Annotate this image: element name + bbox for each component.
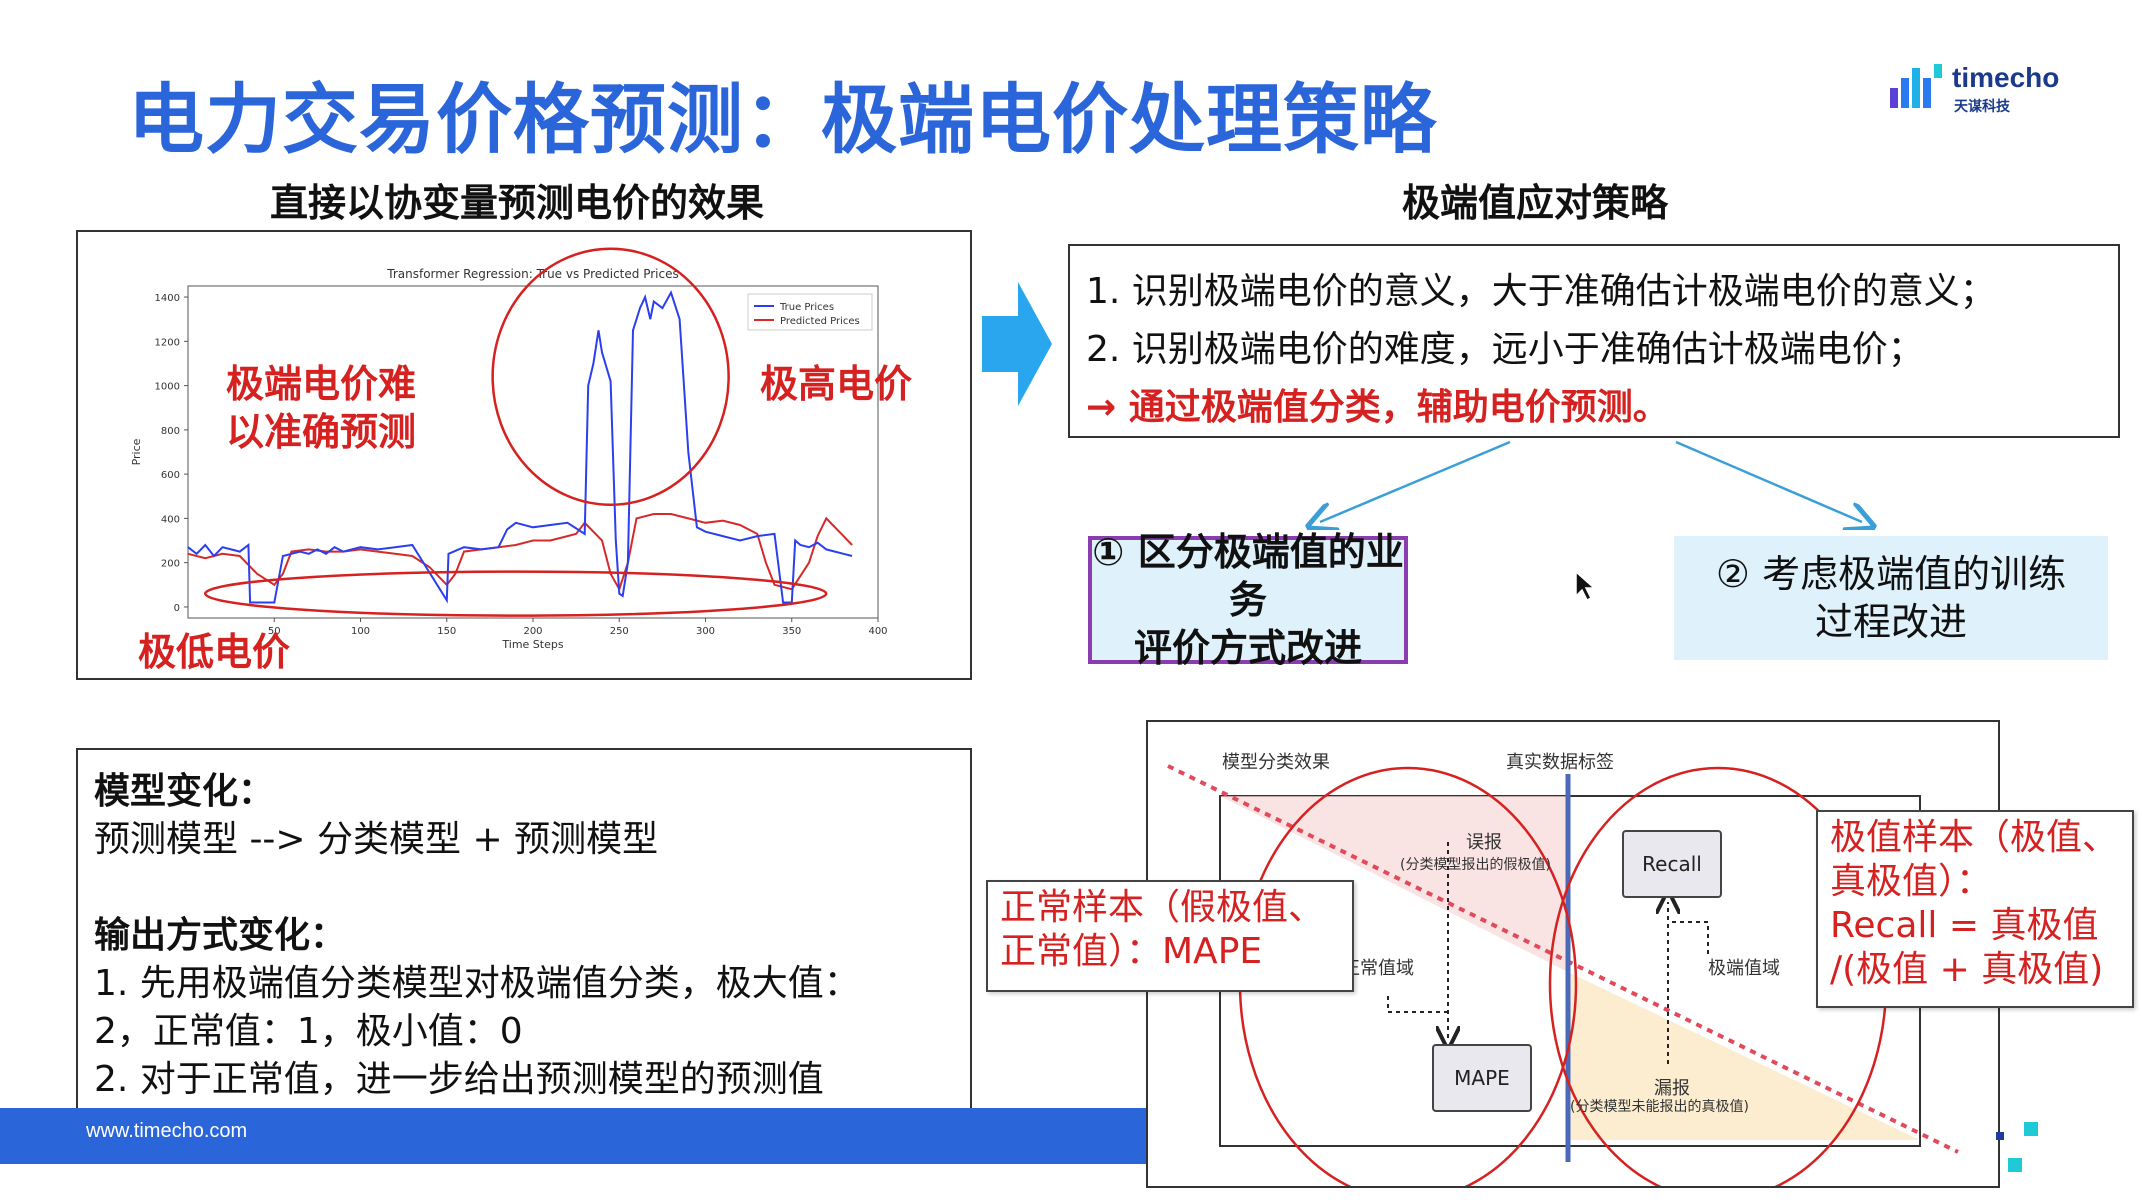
false-alarm-region (1220, 796, 1568, 972)
miss-desc: (分类模型未能报出的真极值) (1570, 1099, 1749, 1115)
footer-bar (0, 1108, 1146, 1164)
y-tick-label: 1000 (155, 382, 180, 393)
timecho-logo: timecho 天谋科技 (1888, 60, 2078, 116)
strategy-point-2: 2. 识别极端电价的难度，远小于准确估计极端电价； (1086, 329, 1924, 370)
option-1-line-2: 评价方式改进 (1133, 626, 1362, 670)
output-line-3: 2. 对于正常值，进一步给出预测模型的预测值 (94, 1059, 824, 1100)
recall-box: Recall (1622, 830, 1722, 898)
y-tick-label: 600 (161, 470, 180, 481)
legend-box (747, 293, 873, 331)
annotation-high-price: 极高电价 (760, 362, 913, 406)
series-line-0 (187, 290, 853, 604)
logo-mark-icon (1890, 64, 1942, 108)
callout-extreme-line-4: /(极值 + 真极值) (1830, 949, 2104, 990)
x-tick-label: 150 (437, 626, 456, 637)
price-chart: Transformer Regression: True vs Predicte… (130, 247, 888, 651)
annotation-hard-to-predict: 极端电价难 以准确预测 (226, 360, 416, 456)
chart-section-heading: 直接以协变量预测电价的效果 (270, 181, 765, 225)
miss-region (1568, 972, 1920, 1140)
model-change-title: 模型变化： (94, 771, 275, 812)
y-tick-label: 0 (174, 603, 180, 614)
extreme-domain-label: 极端值域 (1708, 958, 1780, 979)
x-tick-label: 350 (782, 626, 801, 637)
x-tick-label: 250 (610, 626, 629, 637)
callout-normal-line-2: 正常值）：MAPE (1000, 931, 1263, 972)
series-line-1 (187, 513, 853, 592)
page-title: 电力交易价格预测：极端电价处理策略 (128, 75, 1437, 164)
x-tick-label: 100 (351, 626, 370, 637)
low-price-ellipse (204, 570, 828, 617)
model-change-box: 模型变化： 预测模型 --> 分类模型 + 预测模型 输出方式变化： 1. 先用… (76, 748, 972, 1114)
chart-title: Transformer Regression: True vs Predicte… (386, 267, 678, 281)
high-price-circle (491, 247, 730, 506)
x-tick-label: 400 (868, 626, 887, 637)
y-tick-label: 1200 (155, 337, 180, 348)
callout-extreme-line-1: 极值样本（极值、 (1830, 817, 2119, 858)
y-tick-label: 200 (161, 559, 180, 570)
strategy-box: 1. 识别极端电价的意义，大于准确估计极端电价的意义； 2. 识别极端电价的难度… (1068, 244, 2120, 438)
output-line-1: 1. 先用极端值分类模型对极端值分类，极大值： (94, 963, 860, 1004)
output-change-title: 输出方式变化： (94, 915, 347, 956)
col-label-true-label: 真实数据标签 (1506, 752, 1614, 773)
col-label-classification: 模型分类效果 (1222, 752, 1330, 773)
y-tick-label: 1400 (155, 293, 180, 304)
legend-label: True Prices (779, 302, 834, 313)
x-tick-label: 50 (268, 626, 281, 637)
x-tick-label: 200 (523, 626, 542, 637)
annotation-line-1: 极端电价难 (226, 362, 417, 406)
branch-arrows (1300, 440, 1880, 530)
false-alarm-desc: (分类模型报出的假极值) (1400, 857, 1551, 873)
callout-extreme-line-3: Recall = 真极值 (1830, 905, 2099, 946)
x-axis-label: Time Steps (501, 638, 563, 651)
corner-decoration-icon (1996, 1122, 2038, 1172)
x-tick-label: 300 (696, 626, 715, 637)
right-arrow-icon (982, 282, 1052, 406)
option-2-line-2: 过程改进 (1814, 600, 1967, 644)
y-axis-label: Price (130, 438, 143, 465)
model-change-text: 预测模型 --> 分类模型 + 预测模型 (94, 819, 659, 860)
annotation-line-2: 以准确预测 (226, 410, 417, 454)
y-tick-label: 800 (161, 426, 180, 437)
miss-label: 漏报 (1654, 1078, 1690, 1099)
option-training-process: ② 考虑极端值的训练 过程改进 (1674, 536, 2108, 660)
callout-extreme-line-2: 真极值）： (1830, 861, 1993, 902)
callout-normal-line-1: 正常样本（假极值、 (1000, 887, 1325, 928)
decision-boundary (1167, 764, 1959, 1154)
option-1-line-1: ① 区分极端值的业务 (1092, 530, 1404, 622)
chart-panel: Transformer Regression: True vs Predicte… (76, 230, 972, 680)
callout-normal-samples: 正常样本（假极值、 正常值）：MAPE (986, 880, 1354, 992)
option-business-evaluation: ① 区分极端值的业务 评价方式改进 (1088, 530, 1408, 670)
mape-box: MAPE (1432, 1044, 1532, 1112)
footer-url[interactable]: www.timecho.com (86, 1120, 248, 1142)
normal-domain-label: 正常值域 (1342, 958, 1414, 979)
false-alarm-label: 误报 (1466, 832, 1502, 853)
option-2-line-1: ② 考虑极端值的训练 (1715, 552, 2067, 596)
strategy-heading: 极端值应对策略 (1402, 181, 1669, 225)
y-tick-label: 400 (161, 514, 180, 525)
strategy-point-1: 1. 识别极端电价的意义，大于准确估计极端电价的意义； (1086, 271, 1996, 312)
logo-name: timecho (1952, 62, 2060, 93)
mouse-cursor-icon (1575, 570, 1596, 602)
output-line-2: 2，正常值：1，极小值：0 (94, 1011, 523, 1052)
annotation-low-price: 极低电价 (138, 630, 291, 674)
strategy-conclusion: → 通过极端值分类，辅助电价预测。 (1086, 387, 1669, 428)
callout-extreme-samples: 极值样本（极值、 真极值）： Recall = 真极值 /(极值 + 真极值) (1816, 810, 2134, 1008)
plot-area (187, 285, 879, 619)
logo-subtitle: 天谋科技 (1954, 99, 2010, 115)
legend-label: Predicted Prices (780, 316, 860, 327)
